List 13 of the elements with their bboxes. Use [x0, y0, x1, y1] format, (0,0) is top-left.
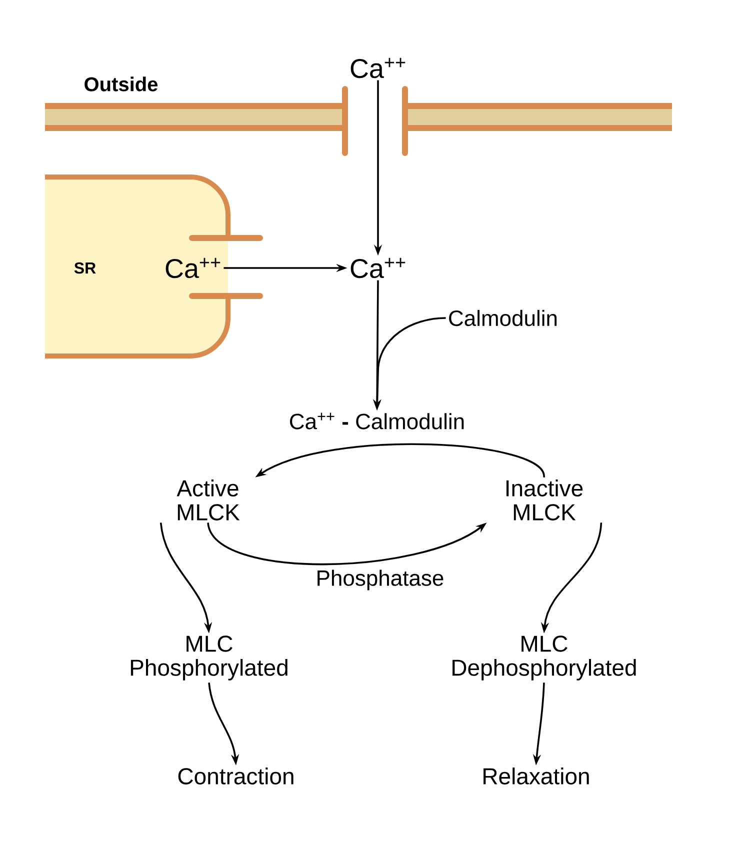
outcome-label: Contraction: [178, 768, 294, 784]
enzyme-label: Inactive MLCK: [506, 480, 583, 520]
state-label: MLC Phosphorylated: [130, 636, 288, 680]
ion-label: Ca$^{++}$: [350, 58, 406, 78]
edge-label: Phosphatase: [314, 568, 446, 592]
region-label: Outside: [84, 76, 158, 92]
ion-label: Ca$^{++}$: [350, 258, 406, 278]
enzyme-label: Active MLCK: [176, 480, 240, 520]
ion-label: Ca$^{++}$: [166, 258, 220, 278]
complex-label: Ca$^{++}$ - Calmodulin: [290, 412, 464, 430]
outcome-label: Relaxation: [484, 768, 589, 784]
state-label: MLC Dephosphorylated: [452, 636, 636, 680]
protein-label: Calmodulin: [449, 310, 557, 326]
